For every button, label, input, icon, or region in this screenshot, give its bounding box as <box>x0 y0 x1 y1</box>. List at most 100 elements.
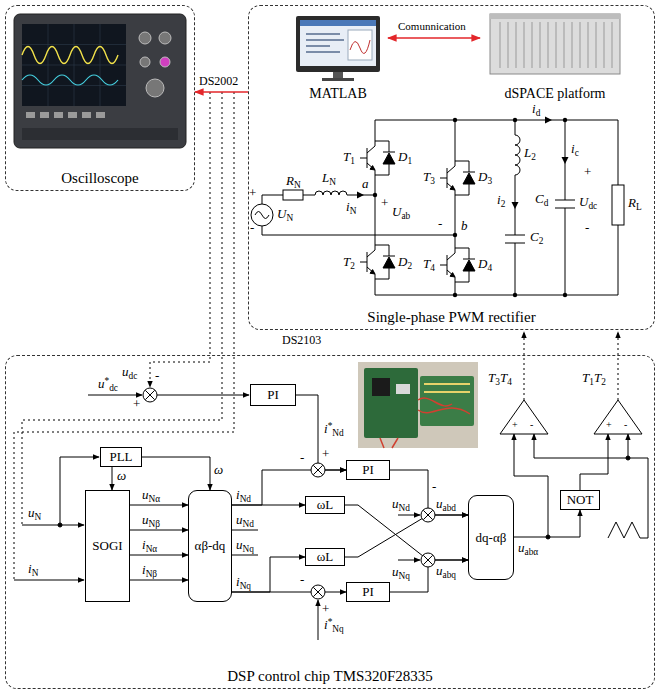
edge-label: uNβ <box>142 513 160 527</box>
rectifier-circuit <box>360 245 395 279</box>
text-part: dc <box>109 383 118 393</box>
equipment-panel: MATLAB <box>288 12 388 102</box>
text-part: i <box>142 562 146 577</box>
dashed-region: Oscilloscope <box>5 5 195 191</box>
annotation-label: - <box>432 480 436 494</box>
annotation-label: T4 <box>423 257 435 271</box>
annotation-label: uNd <box>236 513 254 527</box>
annotation-label: udc <box>122 365 137 379</box>
text-part: abα <box>525 547 539 557</box>
text-part: u <box>98 376 105 391</box>
signal-wire <box>318 600 319 640</box>
text-part: i <box>571 141 575 156</box>
text-part: U <box>392 204 401 219</box>
dotted-signal-line <box>22 92 222 525</box>
control-block: PI <box>346 460 390 480</box>
rectifier-circuit <box>453 233 457 237</box>
text-part: Nβ <box>149 519 161 529</box>
signal-wire <box>398 515 420 516</box>
node-label: MATLAB <box>309 86 367 102</box>
rectifier-circuit <box>513 293 517 297</box>
signal-wire <box>14 580 84 581</box>
node-label: PI <box>362 463 374 477</box>
oscilloscope-illustration <box>68 112 77 118</box>
summing-junction <box>143 388 157 402</box>
annotation-label: iN <box>28 562 38 576</box>
text-part: u <box>236 537 243 552</box>
text-part: 3 <box>495 377 500 387</box>
annotation-label: T1T2 <box>582 371 606 385</box>
text-part: u <box>392 496 399 511</box>
summing-junction <box>145 390 154 399</box>
text-part: R <box>628 195 636 210</box>
rectifier-circuit <box>562 157 569 164</box>
annotation-label: + <box>249 186 256 200</box>
text-part: N <box>32 568 39 578</box>
text-part: L <box>636 202 642 212</box>
rectifier-circuit <box>612 185 624 225</box>
annotation-label: b <box>461 219 468 233</box>
annotation-label: D1 <box>398 150 412 164</box>
text-part: i <box>236 574 240 589</box>
rectifier-circuit <box>375 120 618 295</box>
node-label: Single-phase PWM rectifier <box>367 309 535 326</box>
text-part: 1 <box>407 156 412 166</box>
node-label: ωL <box>317 550 334 564</box>
text-part: i <box>497 192 501 207</box>
annotation-label: - <box>585 221 589 235</box>
summing-junction <box>143 388 435 599</box>
edge-label: i*Nd <box>324 422 344 436</box>
annotation-label: a <box>362 177 369 191</box>
annotation-label: D3 <box>478 170 492 184</box>
annotation-label: Cd <box>535 192 548 206</box>
node-label: Oscilloscope <box>61 170 138 187</box>
rectifier-circuit <box>455 120 456 295</box>
annotation-label: D4 <box>478 257 492 271</box>
text-part: D <box>478 169 487 184</box>
text-part: * <box>105 376 110 386</box>
annotation-label: L2 <box>524 146 536 160</box>
text-part: D <box>398 254 407 269</box>
annotation-label: DS2103 <box>282 334 321 347</box>
text-part: 1 <box>589 377 594 387</box>
edge-label: uNα <box>142 488 160 502</box>
text-part: C <box>535 191 544 206</box>
rectifier-circuit <box>440 248 475 282</box>
text-part: Nd <box>399 503 410 513</box>
text-part: u <box>518 540 525 555</box>
summing-junction <box>421 553 435 567</box>
dotted-signal-line <box>524 332 525 400</box>
oscilloscope-illustration <box>22 24 126 106</box>
matlab-monitor <box>296 16 380 72</box>
text-part: D <box>398 149 407 164</box>
signal-connector <box>296 395 346 470</box>
signal-connector <box>130 505 188 506</box>
matlab-monitor <box>348 30 372 60</box>
text-part: 2 <box>501 199 506 209</box>
signal-wire <box>398 560 420 561</box>
oscilloscope-illustration <box>22 75 118 85</box>
edge-label: uabd <box>436 497 456 511</box>
text-part: L <box>322 170 329 185</box>
annotation-label: - <box>300 451 304 465</box>
signal-wire <box>157 395 249 396</box>
edge-label: uabq <box>436 564 456 578</box>
rectifier-circuit <box>357 192 364 199</box>
rectifier-circuit <box>505 120 525 295</box>
text-part: Nq <box>243 544 254 554</box>
text-part: N <box>294 180 301 190</box>
text-part: ab <box>401 211 410 221</box>
matlab-monitor <box>322 78 354 81</box>
comparator-symbol <box>594 400 642 434</box>
rectifier-circuit <box>453 293 457 297</box>
rectifier-circuit <box>283 190 303 200</box>
signal-connector <box>130 580 188 581</box>
signal-wire <box>580 434 608 490</box>
text-part: T <box>343 254 350 269</box>
text-part: N <box>35 512 42 522</box>
board-photo <box>396 384 410 394</box>
annotation-label: + <box>584 165 591 179</box>
board-photo <box>424 384 470 392</box>
text-part: i <box>324 617 328 632</box>
text-part: Nα <box>146 544 158 554</box>
